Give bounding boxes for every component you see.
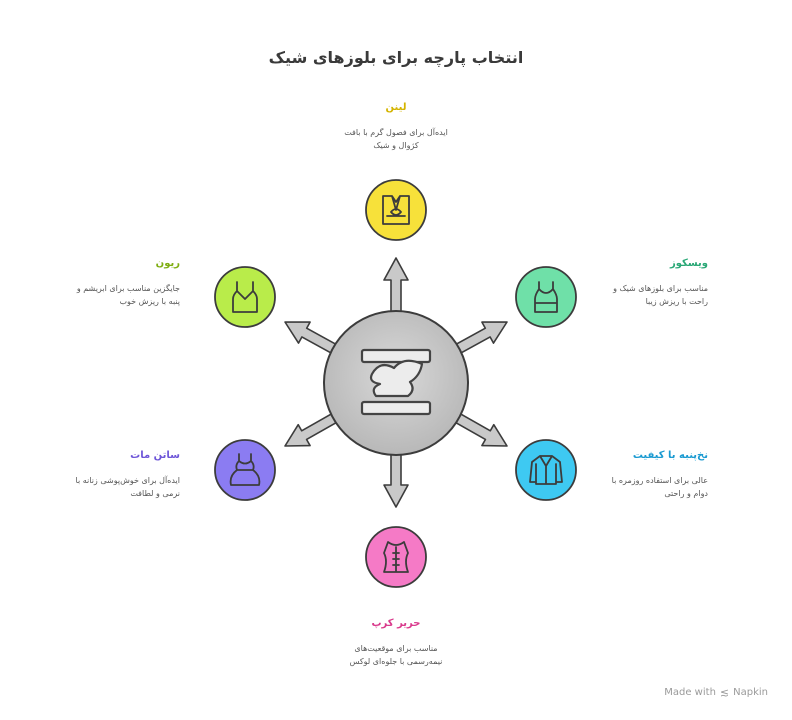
node-title: نخ‌پنبه با کیفیت	[632, 450, 708, 461]
node-circle-2	[515, 266, 577, 328]
footer-text: Made with	[664, 687, 716, 698]
corset-icon	[383, 541, 409, 573]
node-description-line-2: پنبه با ریزش خوب	[119, 297, 180, 306]
node-title: ساتن مات	[130, 450, 180, 461]
node-description-line-1: مناسب برای موقعیت‌های	[354, 644, 438, 653]
node-description-line-2: دوام و راحتی	[664, 489, 708, 498]
shirt-icon	[382, 195, 410, 225]
node-title: لینن	[385, 102, 407, 113]
tank-top-icon	[534, 281, 558, 313]
node-label-3: نخ‌پنبه با کیفیت عالی برای استفاده روزمره…	[598, 450, 708, 500]
made-with-napkin[interactable]: Made with ≲ Napkin	[664, 686, 768, 699]
node-description-line-2: نیمه‌رسمی با جلوه‌ای لوکس	[349, 657, 443, 666]
node-title: ریون	[155, 258, 180, 269]
node-circle-6	[214, 266, 276, 328]
node-description-line-1: جایگزین مناسب برای ابریشم و	[76, 284, 180, 293]
node-label-2: ویسکوز مناسب برای بلوزهای شیک و راحت با ری…	[598, 258, 708, 308]
node-label-6: ریون جایگزین مناسب برای ابریشم و پنبه با ر…	[60, 258, 180, 308]
fabric-icon	[360, 348, 432, 416]
node-description-line-1: عالی برای استفاده روزمره با	[611, 476, 708, 485]
node-title: حریر کرپ	[371, 618, 421, 629]
dress-icon	[229, 453, 261, 486]
node-description-line-2: راحت با ریزش زیبا	[645, 297, 708, 306]
jacket-icon	[529, 455, 563, 485]
node-description-line-2: نرمی و لطافت	[130, 489, 180, 498]
node-description-line-1: ایده‌آل برای خوش‌پوشی زنانه با	[75, 476, 180, 485]
camisole-icon	[232, 281, 258, 313]
node-label-4: حریر کرپ مناسب برای موقعیت‌های نیمه‌رسمی ب…	[311, 618, 481, 668]
node-description-line-1: ایده‌آل برای فصول گرم با بافت	[344, 128, 448, 137]
node-label-5: ساتن مات ایده‌آل برای خوش‌پوشی زنانه با نر…	[60, 450, 180, 500]
node-title: ویسکوز	[670, 258, 708, 269]
node-description-line-1: مناسب برای بلوزهای شیک و	[613, 284, 708, 293]
node-description-line-2: کژوال و شیک	[373, 141, 419, 150]
napkin-logo-icon: ≲	[719, 686, 730, 699]
footer-brand: Napkin	[733, 687, 768, 698]
page-title: انتخاب پارچه برای بلوزهای شیک	[268, 48, 524, 67]
node-label-1: لینن ایده‌آل برای فصول گرم با بافت کژوال و…	[311, 102, 481, 152]
